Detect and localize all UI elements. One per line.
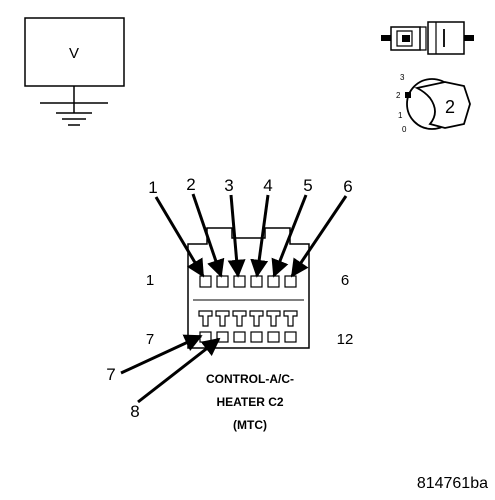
callout-5: 5 — [303, 176, 312, 195]
ignition-key-icon: 3 2 1 0 2 — [396, 73, 471, 134]
arrow-2 — [191, 193, 225, 278]
connector-plug-icon — [381, 21, 474, 55]
connector-name: CONTROL-A/C- HEATER C2 (MTC) — [206, 372, 294, 432]
cavity-9 — [233, 331, 246, 343]
arrow-6 — [290, 195, 348, 278]
cavity-12 — [284, 331, 297, 343]
cavity-5 — [267, 275, 280, 288]
cavity-1 — [199, 275, 212, 288]
callout-4: 4 — [263, 176, 272, 195]
arrow-1 — [154, 196, 205, 278]
key-position-1: 1 — [398, 111, 403, 120]
cavity-row-bottom — [199, 331, 297, 343]
callout-arrows — [120, 193, 348, 404]
ground-icon — [56, 103, 92, 126]
row-label-top-left: 1 — [146, 272, 154, 289]
cavity-6 — [284, 275, 297, 288]
row-label-bottom-right: 12 — [337, 331, 354, 348]
callout-6: 6 — [343, 177, 352, 196]
connector-c2: 1 6 7 12 — [146, 227, 354, 349]
cavity-7 — [199, 331, 212, 343]
row-label-top-right: 6 — [341, 272, 349, 289]
cavity-8 — [216, 331, 229, 343]
connector-housing — [187, 227, 310, 349]
row-label-bottom-left: 7 — [146, 331, 154, 348]
arrow-5 — [271, 194, 308, 278]
callout-8: 8 — [130, 402, 139, 421]
arrow-7 — [120, 334, 203, 375]
callouts: 1 2 3 4 5 6 7 8 — [106, 175, 352, 421]
callout-7: 7 — [106, 365, 115, 384]
cavity-2 — [216, 275, 229, 288]
arrow-4 — [250, 194, 270, 278]
key-position-3: 3 — [400, 73, 405, 82]
connector-name-line3: (MTC) — [233, 418, 267, 432]
cavity-10 — [250, 331, 263, 343]
key-position-2: 2 — [396, 91, 401, 100]
connector-name-line1: CONTROL-A/C- — [206, 372, 294, 386]
callout-1: 1 — [148, 178, 157, 197]
cavity-row-top — [199, 275, 297, 288]
arrow-3 — [227, 194, 246, 278]
callout-3: 3 — [224, 176, 233, 195]
connector-name-line2: HEATER C2 — [216, 395, 283, 409]
key-selected-position: 2 — [445, 97, 455, 117]
cavity-4 — [250, 275, 263, 288]
terminal-latches — [198, 310, 298, 327]
key-position-0: 0 — [402, 125, 407, 134]
cavity-3 — [233, 275, 246, 288]
callout-2: 2 — [186, 175, 195, 194]
cavity-11 — [267, 331, 280, 343]
meter-label: V — [69, 45, 79, 62]
figure-id: 814761ba — [417, 475, 488, 492]
arrow-8 — [137, 337, 221, 404]
voltmeter-symbol: V — [24, 17, 125, 126]
